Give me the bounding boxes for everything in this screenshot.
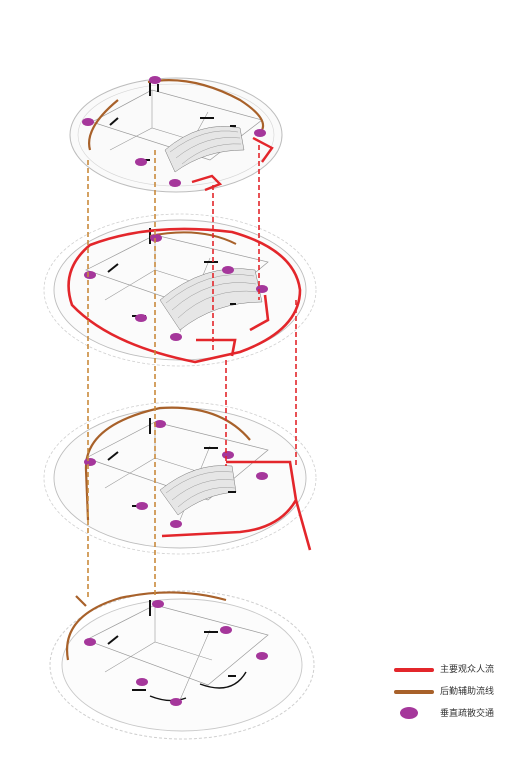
legend-label: 主要观众人流 (440, 662, 494, 675)
floor-plan-level-top (70, 76, 282, 192)
legend-item-service-flow: 后勤辅助流线 (392, 682, 522, 702)
purple-ellipse-icon (400, 707, 418, 719)
legend-label: 后勤辅助流线 (440, 684, 494, 697)
floor-plan-level-3 (44, 402, 316, 554)
floor-plan-level-bottom (50, 591, 314, 739)
legend-label: 垂直疏散交通 (440, 706, 494, 719)
legend-swatch-brown-line (394, 690, 434, 694)
legend-item-main-flow: 主要观众人流 (392, 660, 522, 680)
floor-plan-level-2 (44, 214, 316, 366)
legend: 主要观众人流 后勤辅助流线 垂直疏散交通 (392, 660, 522, 726)
legend-swatch-red-line (394, 668, 434, 672)
legend-item-vertical-core: 垂直疏散交通 (392, 704, 522, 724)
